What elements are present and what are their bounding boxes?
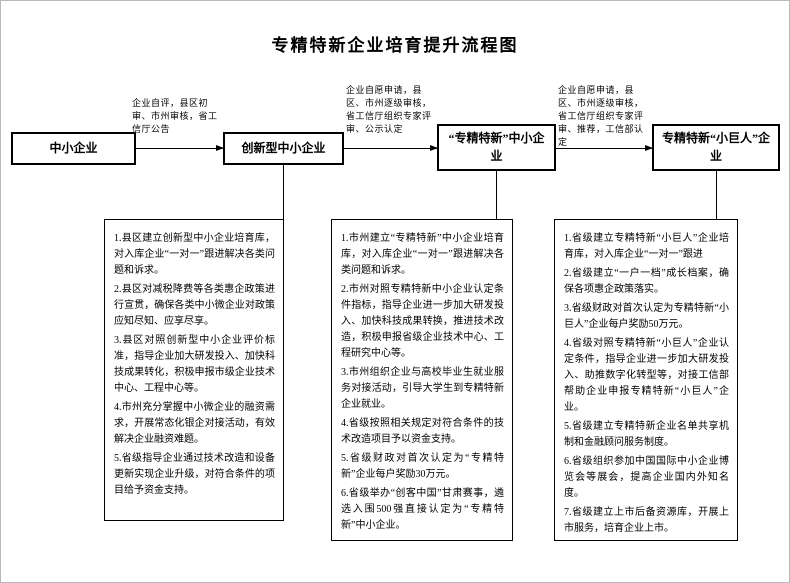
detail-item: 2.省级建立“一户一档”成长档案，确保各项惠企政策落实。 xyxy=(564,268,729,295)
arrow-label-2: 企业自愿申请，县区、市州逐级审核，省工信厅组织专家评审、公示认定 xyxy=(346,85,432,135)
detail-item: 6.省级组织参加中国国际中小企业博览会等展会，提高企业国内外知名度。 xyxy=(564,456,729,499)
detail-item: 4.市州充分掌握中小微企业的融资需求，开展常态化银企对接活动，有效解决企业融资难… xyxy=(114,402,275,445)
stage-label-innovative-sme: 创新型中小企业 xyxy=(241,140,326,155)
detail-item: 1.省级建立专精特新“小巨人”企业培育库，对入库企业“一对一”跟进 xyxy=(564,233,729,260)
stage-label-sme: 中小企业 xyxy=(49,140,98,155)
detail-item: 1.市州建立“专精特新”中小企业培育库，对入库企业“一对一”跟进解决各类问题和诉… xyxy=(341,233,504,276)
arrow-right-icon xyxy=(645,145,653,151)
stage-box-sme: 中小企业 xyxy=(11,132,136,165)
detail-item: 1.县区建立创新型中小企业培育库，对入库企业“一对一”跟进解决各类问题和诉求。 xyxy=(114,233,275,276)
detail-box-specialized-sme: 1.市州建立“专精特新”中小企业培育库，对入库企业“一对一”跟进解决各类问题和诉… xyxy=(331,219,513,541)
stage-box-specialized-sme: “专精特新”中小企业 xyxy=(437,124,556,171)
flow-arrow-1 xyxy=(136,145,224,151)
arrow-label-3: 企业自愿申请，县区、市州逐级审核，省工信厅组织专家评审、推荐，工信部认定 xyxy=(558,85,644,148)
detail-item: 3.县区对照创新型中小企业评价标准，指导企业加大研发投入、加快科技成果转化，积极… xyxy=(114,335,275,394)
connector-line-3 xyxy=(716,171,717,219)
arrow-right-icon xyxy=(216,145,224,151)
detail-item: 5.省级指导企业通过技术改造和设备更新实现企业升级，对符合条件的项目给予资金支持… xyxy=(114,453,275,496)
detail-item: 5.省级财政对首次认定为“专精特新”企业每户奖励30万元。 xyxy=(341,453,504,480)
detail-item: 3.省级财政对首次认定为专精特新“小巨人”企业每户奖励50万元。 xyxy=(564,303,729,330)
stage-label-little-giant: 专精特新“小巨人”企业 xyxy=(661,131,770,163)
detail-item: 2.县区对减税降费等各类惠企政策进行宣贯，确保各类中小微企业对政策应知尽知、应享… xyxy=(114,284,275,327)
connector-line-1 xyxy=(283,165,284,219)
stage-box-little-giant: 专精特新“小巨人”企业 xyxy=(652,124,780,171)
detail-item: 4.省级对照专精特新“小巨人”企业认定条件，指导企业进一步加大研发投入、助推数字… xyxy=(564,338,729,413)
arrow-right-icon xyxy=(430,145,438,151)
detail-item: 4.省级按照相关规定对符合条件的技术改造项目予以资金支持。 xyxy=(341,418,504,445)
page-title: 专精特新企业培育提升流程图 xyxy=(271,36,519,55)
arrow-label-1: 企业自评，县区初审、市州审核，省工信厅公告 xyxy=(132,98,218,135)
detail-item: 5.省级建立专精特新企业名单共享机制和金融顾问服务制度。 xyxy=(564,421,729,448)
detail-item: 7.省级建立上市后备资源库，开展上市服务，培育企业上市。 xyxy=(564,507,729,534)
flow-arrow-2 xyxy=(344,145,438,151)
detail-box-innovative-sme: 1.县区建立创新型中小企业培育库，对入库企业“一对一”跟进解决各类问题和诉求。 2… xyxy=(104,219,284,521)
stage-label-specialized-sme: “专精特新”中小企业 xyxy=(448,131,545,163)
detail-box-little-giant: 1.省级建立专精特新“小巨人”企业培育库，对入库企业“一对一”跟进 2.省级建立“… xyxy=(554,219,738,541)
detail-item: 2.市州对照专精特新中小企业认定条件指标，指导企业进一步加大研发投入、加快科技成… xyxy=(341,284,504,359)
connector-line-2 xyxy=(496,171,497,219)
stage-box-innovative-sme: 创新型中小企业 xyxy=(223,132,344,165)
detail-item: 3.市州组织企业与高校毕业生就业服务对接活动，引导大学生到专精特新企业就业。 xyxy=(341,367,504,410)
flow-arrow-3 xyxy=(556,145,653,151)
detail-item: 6.省级举办“创客中国”甘肃赛事，遴选入围500强直接认定为“专精特新”中小企业… xyxy=(341,488,504,531)
